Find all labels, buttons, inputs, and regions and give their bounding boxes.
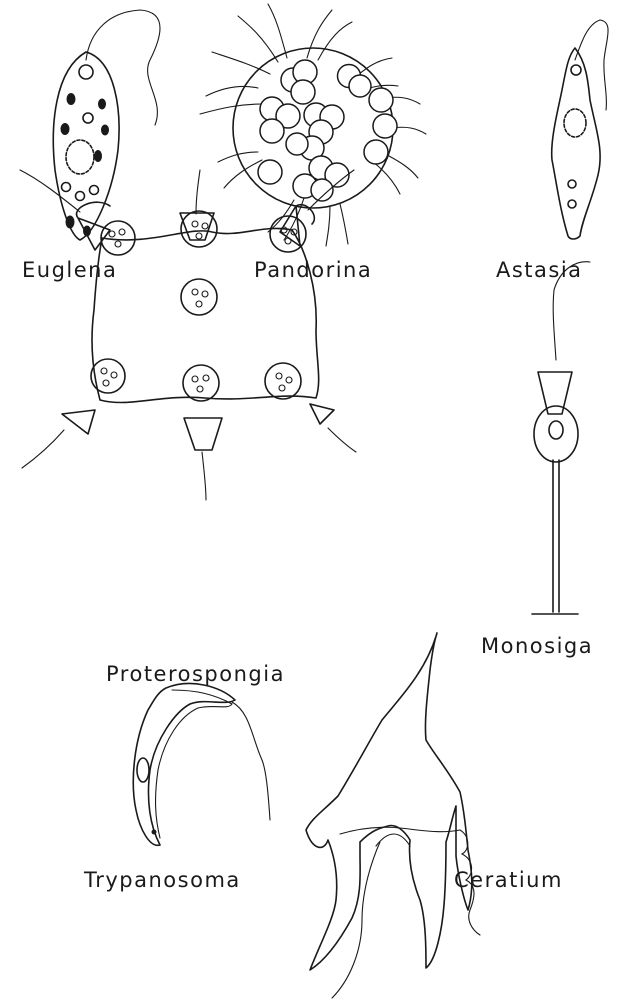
trypanosoma-flagellum (232, 702, 270, 820)
ceratium-longitudinal-flagellum (332, 842, 380, 998)
astasia-vacuoles (568, 180, 576, 208)
euglena-drawing (53, 10, 160, 240)
astasia-drawing (552, 20, 608, 239)
monosiga-stalk (532, 460, 578, 614)
ceratium-sulcus (376, 834, 410, 846)
label-astasia: Astasia (496, 258, 583, 282)
trypanosoma-nucleus (137, 758, 149, 782)
monosiga-collar (538, 372, 572, 414)
trypanosoma-drawing (133, 684, 270, 846)
astasia-reservoir (571, 65, 581, 75)
trypanosoma-kinetoplast (152, 830, 157, 835)
ceratium-theca (306, 633, 472, 970)
label-proterospongia: Proterospongia (106, 662, 285, 686)
monosiga-nucleus (549, 421, 563, 439)
euglena-flagellum (86, 10, 160, 125)
label-euglena: Euglena (22, 258, 117, 282)
pandorina-cells (258, 60, 397, 201)
euglena-reservoir (79, 65, 93, 79)
astasia-flagellum (575, 20, 608, 110)
ceratium-girdle (340, 827, 460, 834)
label-trypanosoma: Trypanosoma (84, 868, 241, 892)
trypanosoma-undulating-membrane (156, 690, 232, 838)
euglena-body (53, 52, 119, 240)
pandorina-drawing (200, 4, 426, 246)
label-monosiga: Monosiga (481, 634, 593, 658)
ceratium-drawing (306, 633, 480, 998)
monosiga-drawing (532, 262, 590, 614)
label-ceratium: Ceratium (454, 868, 563, 892)
astasia-body (552, 48, 600, 239)
proterospongia-colony-matrix (92, 228, 319, 402)
label-pandorina: Pandorina (254, 258, 372, 282)
astasia-nucleus (564, 109, 586, 137)
euglena-nucleus (66, 140, 94, 174)
